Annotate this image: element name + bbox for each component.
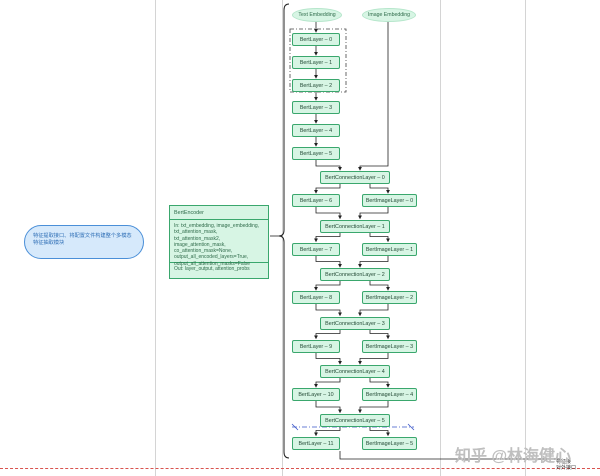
stage-arrow bbox=[358, 207, 389, 220]
bert-encoder-output: Out: layer_output, attention_probs bbox=[174, 266, 250, 272]
bert-layer-9[interactable]: BertLayer – 9 bbox=[292, 339, 340, 353]
stage-arrow bbox=[369, 329, 390, 340]
bert-connection-layer-1[interactable]: BertConnectionLayer – 1 bbox=[320, 219, 390, 233]
encoder-brace bbox=[278, 3, 290, 459]
bert-layer-7[interactable]: BertLayer – 7 bbox=[292, 242, 340, 256]
text-column-arrows bbox=[314, 20, 389, 171]
stage-arrow bbox=[369, 184, 390, 194]
bert-encoder-node[interactable]: BertEncoder In: txt_embedding, image_emb… bbox=[169, 205, 269, 279]
encoder-input-line: output_all_encoded_layers=True, bbox=[174, 254, 249, 261]
lane-divider-1 bbox=[155, 0, 156, 476]
output-arrow bbox=[339, 451, 560, 460]
bert-connection-layer-4[interactable]: BertConnectionLayer – 4 bbox=[320, 365, 390, 378]
lane-divider-3 bbox=[440, 0, 441, 476]
encoder-input-line: txt_attention_mask, bbox=[174, 229, 218, 236]
lane-divider-4 bbox=[525, 0, 526, 476]
bert-layer-10[interactable]: BertLayer – 10 bbox=[292, 388, 340, 401]
divider-cross-left bbox=[291, 423, 299, 431]
stage-arrow bbox=[314, 378, 341, 388]
stage-arrow bbox=[315, 255, 342, 268]
stage-arrow bbox=[315, 352, 342, 365]
bert-connection-layer-3[interactable]: BertConnectionLayer – 3 bbox=[320, 316, 390, 330]
stage-arrow bbox=[369, 281, 390, 291]
feature-extraction-node[interactable]: 特征提取接口、将配置文件构建整个多模态特征抽取模块 bbox=[24, 225, 144, 259]
bert-connection-layer-0[interactable]: BertConnectionLayer – 0 bbox=[320, 171, 390, 184]
stage-arrow bbox=[369, 426, 390, 437]
encoder-input-line: In: txt_embedding, image_embedding, bbox=[174, 223, 260, 229]
bert-image-layer-2[interactable]: BertImageLayer – 2 bbox=[362, 291, 417, 304]
bert-image-layer-5[interactable]: BertImageLayer – 5 bbox=[362, 436, 417, 450]
stage-arrow bbox=[314, 426, 341, 437]
stage-arrow bbox=[315, 207, 342, 220]
bottom-dashed-line bbox=[0, 468, 600, 469]
external-label-line: 特征接 bbox=[556, 459, 572, 465]
stage-arrow bbox=[369, 232, 390, 243]
bert-image-layer-4[interactable]: BertImageLayer – 4 bbox=[362, 388, 417, 401]
stage-arrow bbox=[315, 304, 342, 317]
external-interface-label: 特征接 对外接口 bbox=[556, 459, 576, 471]
bert-image-layer-3[interactable]: BertImageLayer – 3 bbox=[362, 339, 417, 353]
stage-arrows bbox=[314, 184, 390, 437]
stage-arrow bbox=[358, 304, 389, 317]
stage-arrow bbox=[314, 329, 341, 340]
bert-connection-layer-2[interactable]: BertConnectionLayer – 2 bbox=[320, 268, 390, 281]
bert-image-layer-0[interactable]: BertImageLayer – 0 bbox=[362, 194, 417, 207]
bert-layer-8[interactable]: BertLayer – 8 bbox=[292, 291, 340, 304]
bert-connection-layer-5[interactable]: BertConnectionLayer – 5 bbox=[320, 413, 390, 427]
image-embedding-input[interactable]: Image Embedding bbox=[362, 8, 416, 22]
bert-encoder-inputs: In: txt_embedding, image_embedding, txt_… bbox=[170, 220, 268, 267]
bert-image-layer-1[interactable]: BertImageLayer – 1 bbox=[362, 242, 417, 256]
bert-layer-1[interactable]: BertLayer – 1 bbox=[292, 56, 340, 69]
stage-arrow bbox=[358, 401, 389, 414]
encoder-input-line: co_attention_mask=None, bbox=[174, 248, 233, 255]
bert-layer-3[interactable]: BertLayer – 3 bbox=[292, 101, 340, 114]
encoder-input-line: output_all_attention_masks=False bbox=[174, 260, 251, 267]
external-label-line: 对外接口 bbox=[556, 465, 577, 471]
bert-layer-2[interactable]: BertLayer – 2 bbox=[292, 79, 340, 92]
stage-arrow bbox=[358, 255, 389, 268]
stage-arrow bbox=[369, 378, 390, 388]
encoder-input-line: txt_attention_mask2, bbox=[174, 235, 221, 242]
stage-arrow bbox=[314, 232, 341, 243]
stage-arrow bbox=[358, 352, 389, 365]
watermark: 知乎 @林海健心 bbox=[455, 448, 572, 465]
layer-group-box bbox=[289, 28, 347, 93]
encoder-input-line: image_attention_mask, bbox=[174, 241, 226, 248]
bert-layer-5[interactable]: BertLayer – 5 bbox=[292, 147, 340, 160]
text-embedding-input[interactable]: Text Embedding bbox=[292, 8, 342, 22]
bert-encoder-title: BertEncoder bbox=[170, 206, 268, 220]
stage-arrow bbox=[314, 281, 341, 291]
bert-layer-6[interactable]: BertLayer – 6 bbox=[292, 194, 340, 207]
stage-arrow bbox=[314, 184, 341, 194]
bert-layer-11[interactable]: BertLayer – 11 bbox=[292, 436, 340, 450]
stage-arrow bbox=[315, 401, 342, 414]
divider-cross-right bbox=[407, 423, 415, 431]
bert-layer-4[interactable]: BertLayer – 4 bbox=[292, 124, 340, 137]
bert-layer-0[interactable]: BertLayer – 0 bbox=[292, 33, 340, 46]
